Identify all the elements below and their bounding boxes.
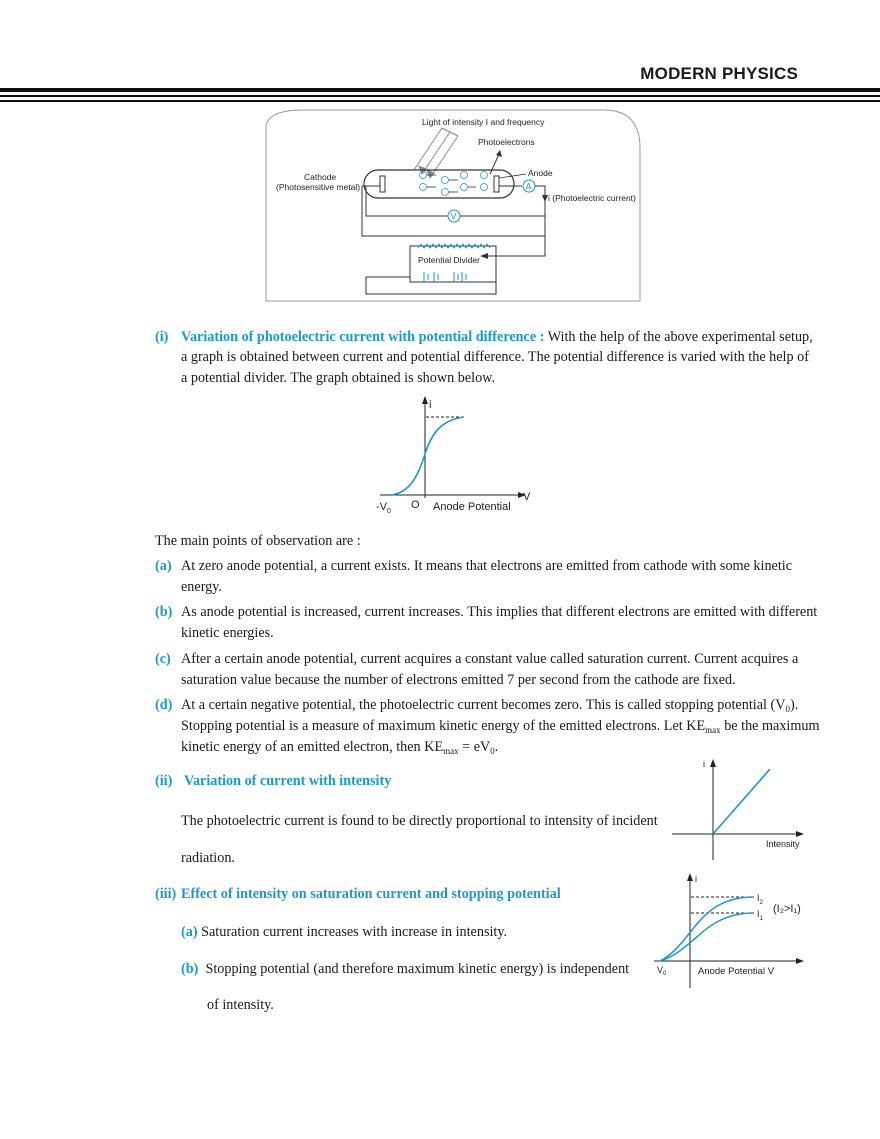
vacuum-tube	[363, 169, 515, 199]
observation-d-line2: Stopping potential is a measure of maxim…	[181, 718, 820, 735]
experimental-setup-diagram: Light of intensity I and frequency Photo…	[265, 109, 641, 302]
observation-a-line2: energy.	[181, 579, 222, 595]
graph1-x-label: V	[523, 491, 531, 503]
graph3-curve-i2	[659, 896, 755, 962]
graph1-y-label: i	[429, 399, 431, 411]
observation-c-line2: saturation value because the number of e…	[181, 672, 736, 688]
graph1-curve	[391, 416, 465, 496]
voltmeter-icon	[447, 209, 461, 223]
ammeter-symbol: A	[526, 182, 532, 192]
current-vs-intensity-graph: i Intensity	[672, 759, 804, 860]
electrons	[419, 171, 488, 196]
graph2-x-label: Intensity	[766, 839, 800, 849]
section-ii-heading: Variation of current with intensity	[184, 773, 392, 789]
graph1-neg-v-label: -V0	[376, 501, 391, 515]
rheostat-icon	[417, 243, 491, 249]
potential-divider-label: Potential Divider	[418, 255, 480, 265]
section-iii-a: (a) Saturation current increases with in…	[181, 921, 507, 943]
graph3-i1-label: I1	[757, 909, 764, 922]
graph3-curve-i1	[659, 912, 755, 962]
observation-c-line1: After a certain anode potential, current…	[181, 651, 799, 667]
section-iii-heading: Effect of intensity on saturation curren…	[181, 886, 561, 902]
anode-label: Anode	[528, 168, 553, 178]
section-iii-b-text-line2: of intensity.	[207, 997, 274, 1013]
section-i-line1: Variation of photoelectric current with …	[181, 326, 813, 348]
section-iii-number: (iii)	[155, 886, 177, 902]
current-vs-potential-graph: i V -V0 O Anode Potential	[376, 396, 531, 515]
light-beam-icon	[413, 127, 459, 179]
section-ii-number: (ii)	[155, 773, 173, 789]
graph3-axis-caption: Anode Potential V	[698, 966, 775, 977]
observation-a-line1: At zero anode potential, a current exist…	[181, 558, 793, 574]
observation-d-line1: At a certain negative potential, the pho…	[181, 697, 799, 714]
section-i-text-line3: a potential divider. The graph obtained …	[181, 370, 496, 386]
section-ii-text-line1: The photoelectric current is found to be…	[181, 813, 658, 829]
header-rule-2	[0, 100, 880, 102]
graph1-axis-caption: Anode Potential	[433, 501, 511, 513]
section-i-text-line1: With the help of the above experimental …	[547, 329, 813, 345]
section-ii-text-line2: radiation.	[181, 850, 235, 866]
intensity-saturation-graph: i I2 I1 (I₂>I₁) V0 Anode Potential V	[654, 873, 804, 988]
observation-c-label: (c)	[155, 651, 171, 667]
page-title: MODERN PHYSICS	[640, 64, 798, 83]
section-i-text-line2: a graph is obtained between current and …	[181, 349, 809, 365]
cathode-plate	[379, 175, 386, 193]
observation-a-label: (a)	[155, 558, 172, 574]
graph3-i2-label: I2	[757, 893, 764, 906]
graph3-relation: (I₂>I₁)	[773, 903, 801, 915]
observation-d-line3: kinetic energy of an emitted electron, t…	[181, 739, 499, 756]
graph2-line	[712, 768, 771, 835]
section-iii-b-label: (b)	[181, 961, 199, 977]
observations-intro: The main points of observation are :	[155, 533, 361, 549]
anode-plate	[493, 175, 500, 193]
observation-b-line2: kinetic energies.	[181, 625, 274, 641]
graph3-v0-label: V0	[657, 965, 667, 977]
section-i-number: (i)	[155, 329, 169, 345]
graph3-y-label: i	[695, 874, 697, 884]
section-iii-a-text: Saturation current increases with increa…	[201, 924, 508, 940]
header-rule-thick	[0, 88, 880, 92]
observation-b-label: (b)	[155, 604, 173, 620]
header-rule-1	[0, 95, 880, 97]
diagram-frame	[265, 109, 641, 302]
graph1-origin-label: O	[411, 499, 420, 511]
graph2-y-label: i	[703, 759, 705, 769]
section-iii-a-label: (a)	[181, 924, 198, 940]
section-iii-b: (b) Stopping potential (and therefore ma…	[181, 958, 629, 980]
electron-arrows	[427, 174, 476, 193]
photoelectrons-label: Photoelectrons	[478, 137, 535, 147]
battery-icon	[423, 272, 467, 282]
cathode-label: Cathode	[304, 172, 336, 182]
cathode-sub-label: (Photosensitive metal)	[276, 182, 360, 192]
observation-b-line1: As anode potential is increased, current…	[181, 604, 818, 620]
observation-d-label: (d)	[155, 697, 173, 713]
light-label: Light of intensity I and frequency	[422, 117, 545, 127]
voltmeter-symbol: V	[451, 212, 457, 222]
section-iii-b-text-line1: Stopping potential (and therefore maximu…	[205, 961, 630, 977]
section-i-heading: Variation of photoelectric current with …	[181, 329, 545, 345]
current-label: i (Photoelectric current)	[548, 193, 636, 203]
